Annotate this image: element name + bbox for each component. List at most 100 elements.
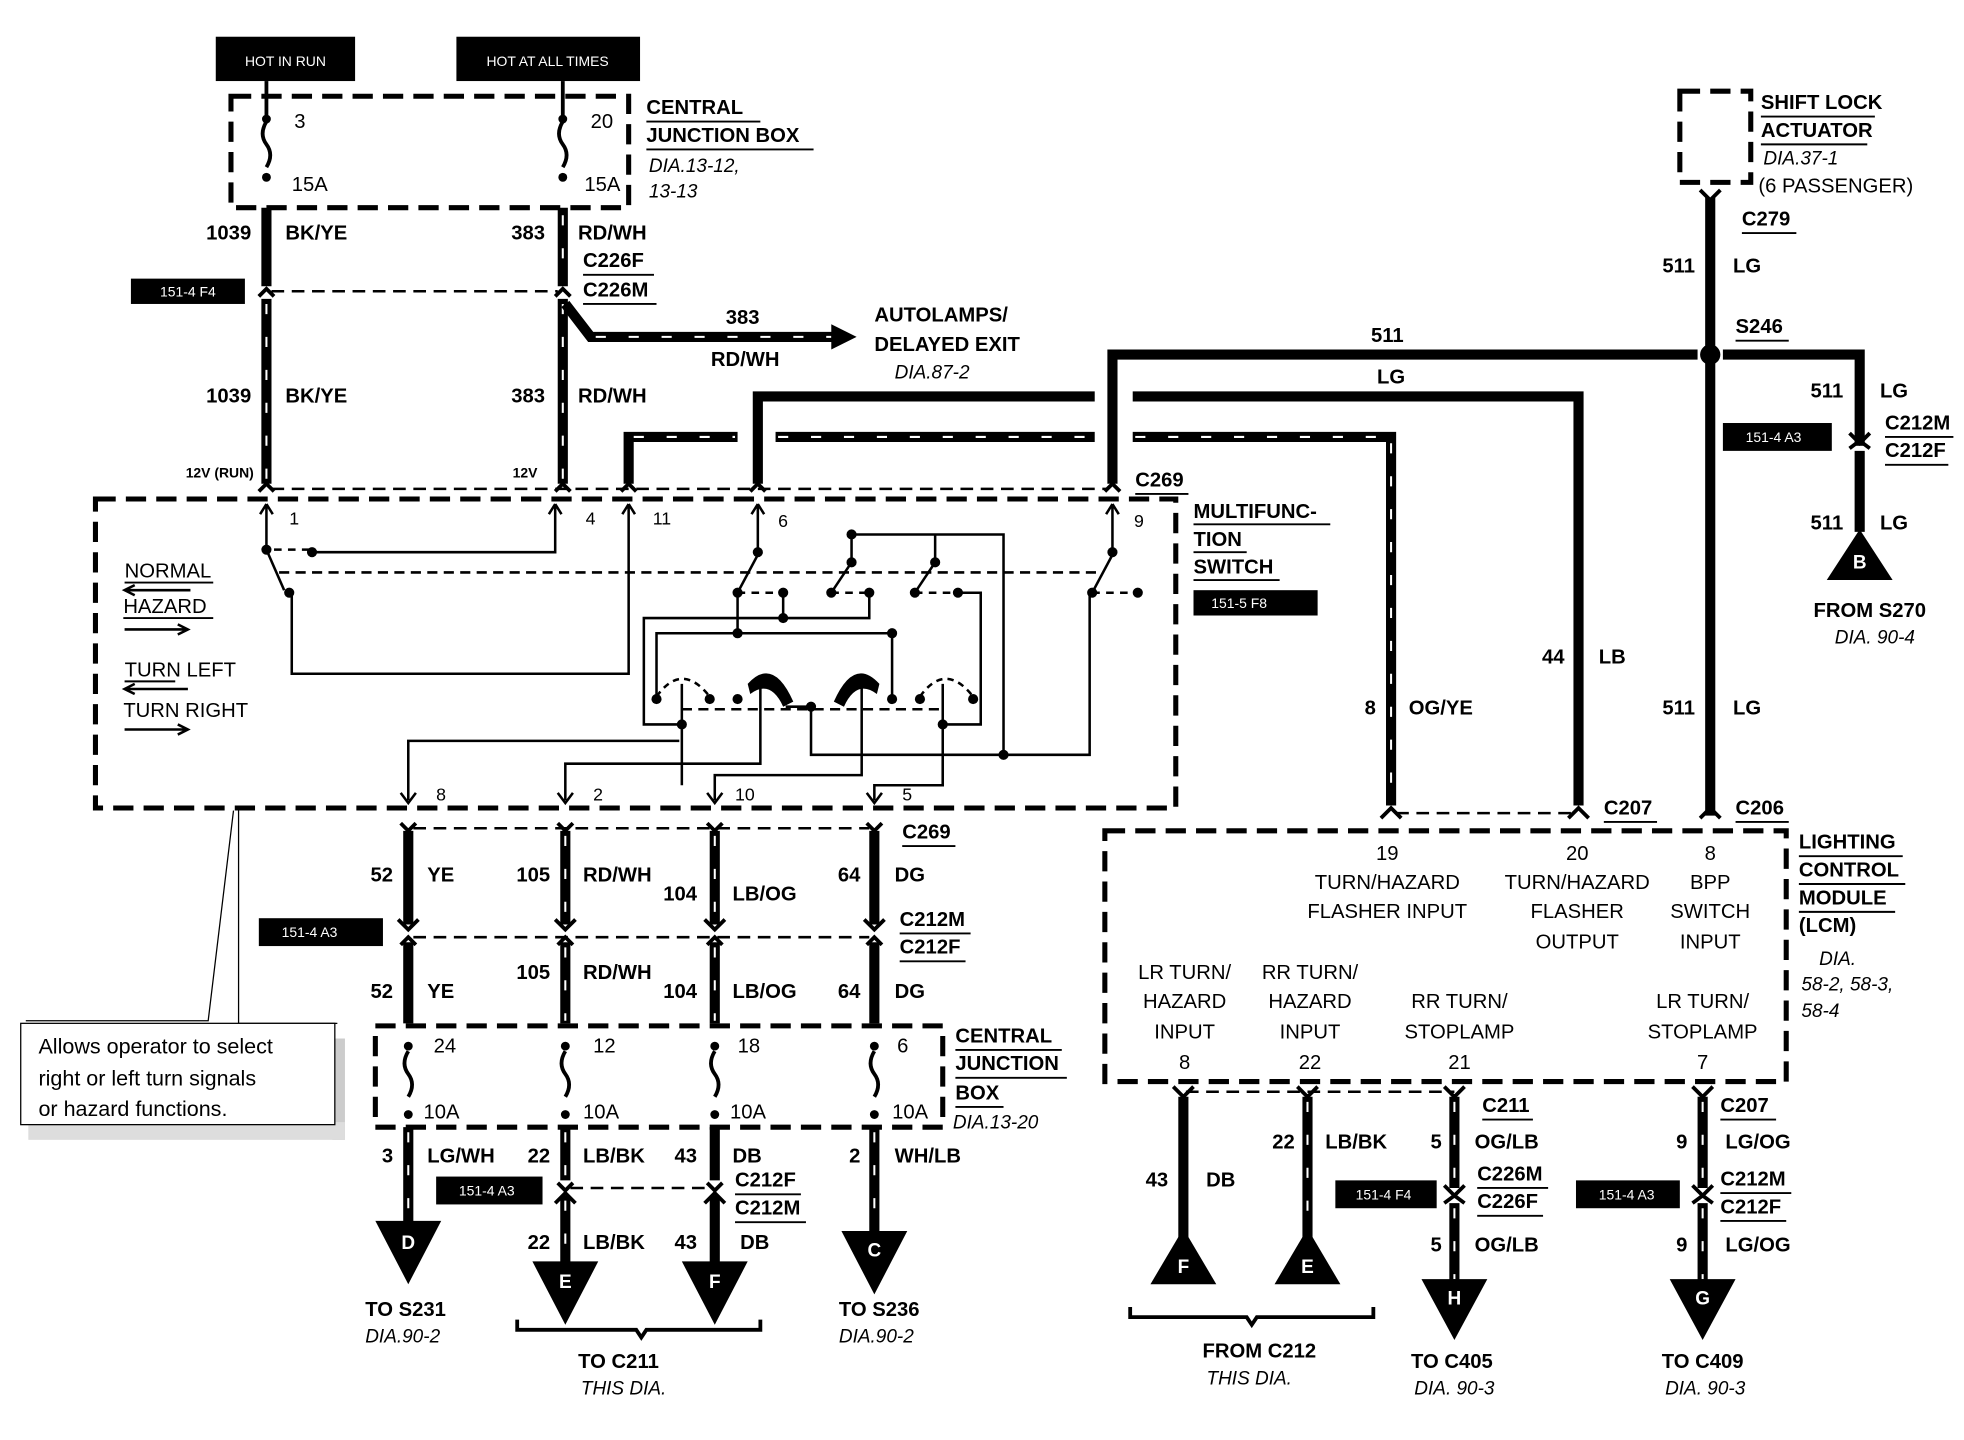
connector-label: C212M [900,909,965,931]
component-title: TION [1194,529,1242,551]
wire-color: OG/LB [1475,1132,1539,1154]
callout-box [20,1022,336,1126]
wire-color: LG/OG [1725,1234,1790,1256]
circuit-number: 52 [371,864,394,886]
svg-text:HOT AT ALL TIMES: HOT AT ALL TIMES [486,53,608,69]
fuse-cavity: 20 [591,111,614,133]
wire-color: BK/YE [285,386,347,408]
diagram-reference: DIA.37-1 [1763,149,1838,170]
svg-text:STOPLAMP: STOPLAMP [1405,1022,1515,1044]
svg-text:151-4 A3: 151-4 A3 [459,1183,515,1199]
wire-color: LB/OG [733,883,797,905]
destination-arrow-e: E [532,1261,599,1325]
destination-arrow-h: H [1421,1279,1488,1340]
central-junction-box-bottom [372,1023,946,1130]
component-title: CENTRAL [955,1025,1052,1047]
wire-color: LG/OG [1725,1132,1790,1154]
wire-511-branch [1826,431,1893,581]
svg-text:8: 8 [1179,1052,1190,1074]
component-title: CONTROL [1799,859,1899,881]
destination-label: TO C409 [1662,1351,1744,1373]
fuse-left-top [260,81,273,182]
wire-color: DB [740,1232,769,1254]
diagram-reference: DIA. 90-3 [1665,1378,1746,1399]
callout-leader [25,810,338,1024]
connector-label: C226M [583,279,648,301]
connector-label: C212M [1720,1168,1785,1190]
circuit-number: 1039 [206,386,251,408]
component-title: SWITCH [1194,557,1274,579]
circuit-number: 383 [726,307,760,329]
locator-tag: 151-5 F8 [1193,590,1318,616]
wire-color: YE [427,981,454,1003]
fuse-cavity: 18 [738,1035,761,1057]
fuse-rating: 10A [583,1101,620,1123]
brace [1128,1307,1376,1329]
circuit-number: 43 [675,1232,698,1254]
circuit-number: 44 [1542,647,1565,669]
wire-color: BK/YE [285,222,347,244]
pin-number: 11 [653,508,671,528]
destination-label: FROM C212 [1203,1341,1317,1363]
svg-text:151-4 A3: 151-4 A3 [1599,1186,1655,1202]
lcm-top-pin-20: 20 TURN/HAZARD FLASHER OUTPUT [1505,843,1650,954]
mode-turn-right: TURN RIGHT [123,700,248,722]
locator-tag: 151-4 A3 [1722,423,1832,451]
diagram-reference: DIA.13-20 [953,1112,1039,1133]
diagram-reference: 13-13 [649,182,698,203]
shift-lock-actuator-box [1677,88,1754,185]
locator-tag: 151-4 A3 [1575,1180,1680,1209]
lighting-control-module-box [1102,828,1789,1085]
locator-tag: 151-4 F4 [1335,1180,1437,1209]
svg-text:INPUT: INPUT [1280,1022,1341,1044]
svg-text:E: E [559,1272,572,1293]
circuit-number: 5 [1430,1234,1441,1256]
fuse-rating: 10A [423,1101,460,1123]
svg-text:E: E [1301,1257,1314,1278]
svg-text:STOPLAMP: STOPLAMP [1648,1022,1758,1044]
lower-wire-group [403,830,880,1024]
destination-letter: B [1853,553,1867,574]
svg-text:151-4 F4: 151-4 F4 [1356,1186,1412,1202]
circuit-number: 8 [1365,697,1376,719]
wire-color: RD/WH [578,222,647,244]
lcm-bottom-pin-22: RR TURN/ HAZARD INPUT 22 [1262,962,1359,1074]
mode-hazard: HAZARD [123,596,206,618]
wire-511-shift-lock [1698,188,1722,816]
connector-label: C206 [1736,797,1784,819]
lcm-bottom-pin-21: RR TURN/ STOPLAMP 21 [1405,991,1515,1074]
svg-text:LR TURN/: LR TURN/ [1138,962,1231,984]
circuit-number: 383 [511,222,545,244]
wire-color: DG [895,981,925,1003]
svg-text:FLASHER: FLASHER [1531,901,1624,923]
bottom-wire-group [403,1127,880,1264]
svg-text:LR TURN/: LR TURN/ [1656,991,1749,1013]
callout-text: or hazard functions. [38,1097,227,1121]
svg-text:151-4 F4: 151-4 F4 [160,283,216,299]
diagram-reference: THIS DIA. [581,1378,666,1399]
svg-text:TURN/HAZARD: TURN/HAZARD [1505,872,1650,894]
svg-text:F: F [709,1272,721,1293]
fuse-rating: 15A [292,174,329,196]
circuit-number: 511 [1811,512,1844,534]
connector-label: C279 [1742,208,1790,230]
wire-color: LG [1733,255,1761,277]
wire-color: LB/BK [583,1146,645,1168]
circuit-number: 383 [511,386,545,408]
svg-text:HAZARD: HAZARD [1268,991,1351,1013]
callout-text: right or left turn signals [38,1066,256,1090]
component-title: DELAYED EXIT [874,334,1020,356]
switch-contacts [261,529,1143,760]
circuit-number: 3 [382,1146,393,1168]
connector-label: C226F [1477,1191,1538,1213]
svg-text:SWITCH: SWITCH [1670,901,1750,923]
callout-shadow [28,1122,345,1140]
component-title: LIGHTING [1799,832,1896,854]
fuse-right-top [557,81,569,182]
wire-color: LB/BK [1325,1132,1387,1154]
wire-color: LB [1599,647,1626,669]
arrow-left-icon [121,682,188,696]
circuit-number: 104 [663,883,698,905]
